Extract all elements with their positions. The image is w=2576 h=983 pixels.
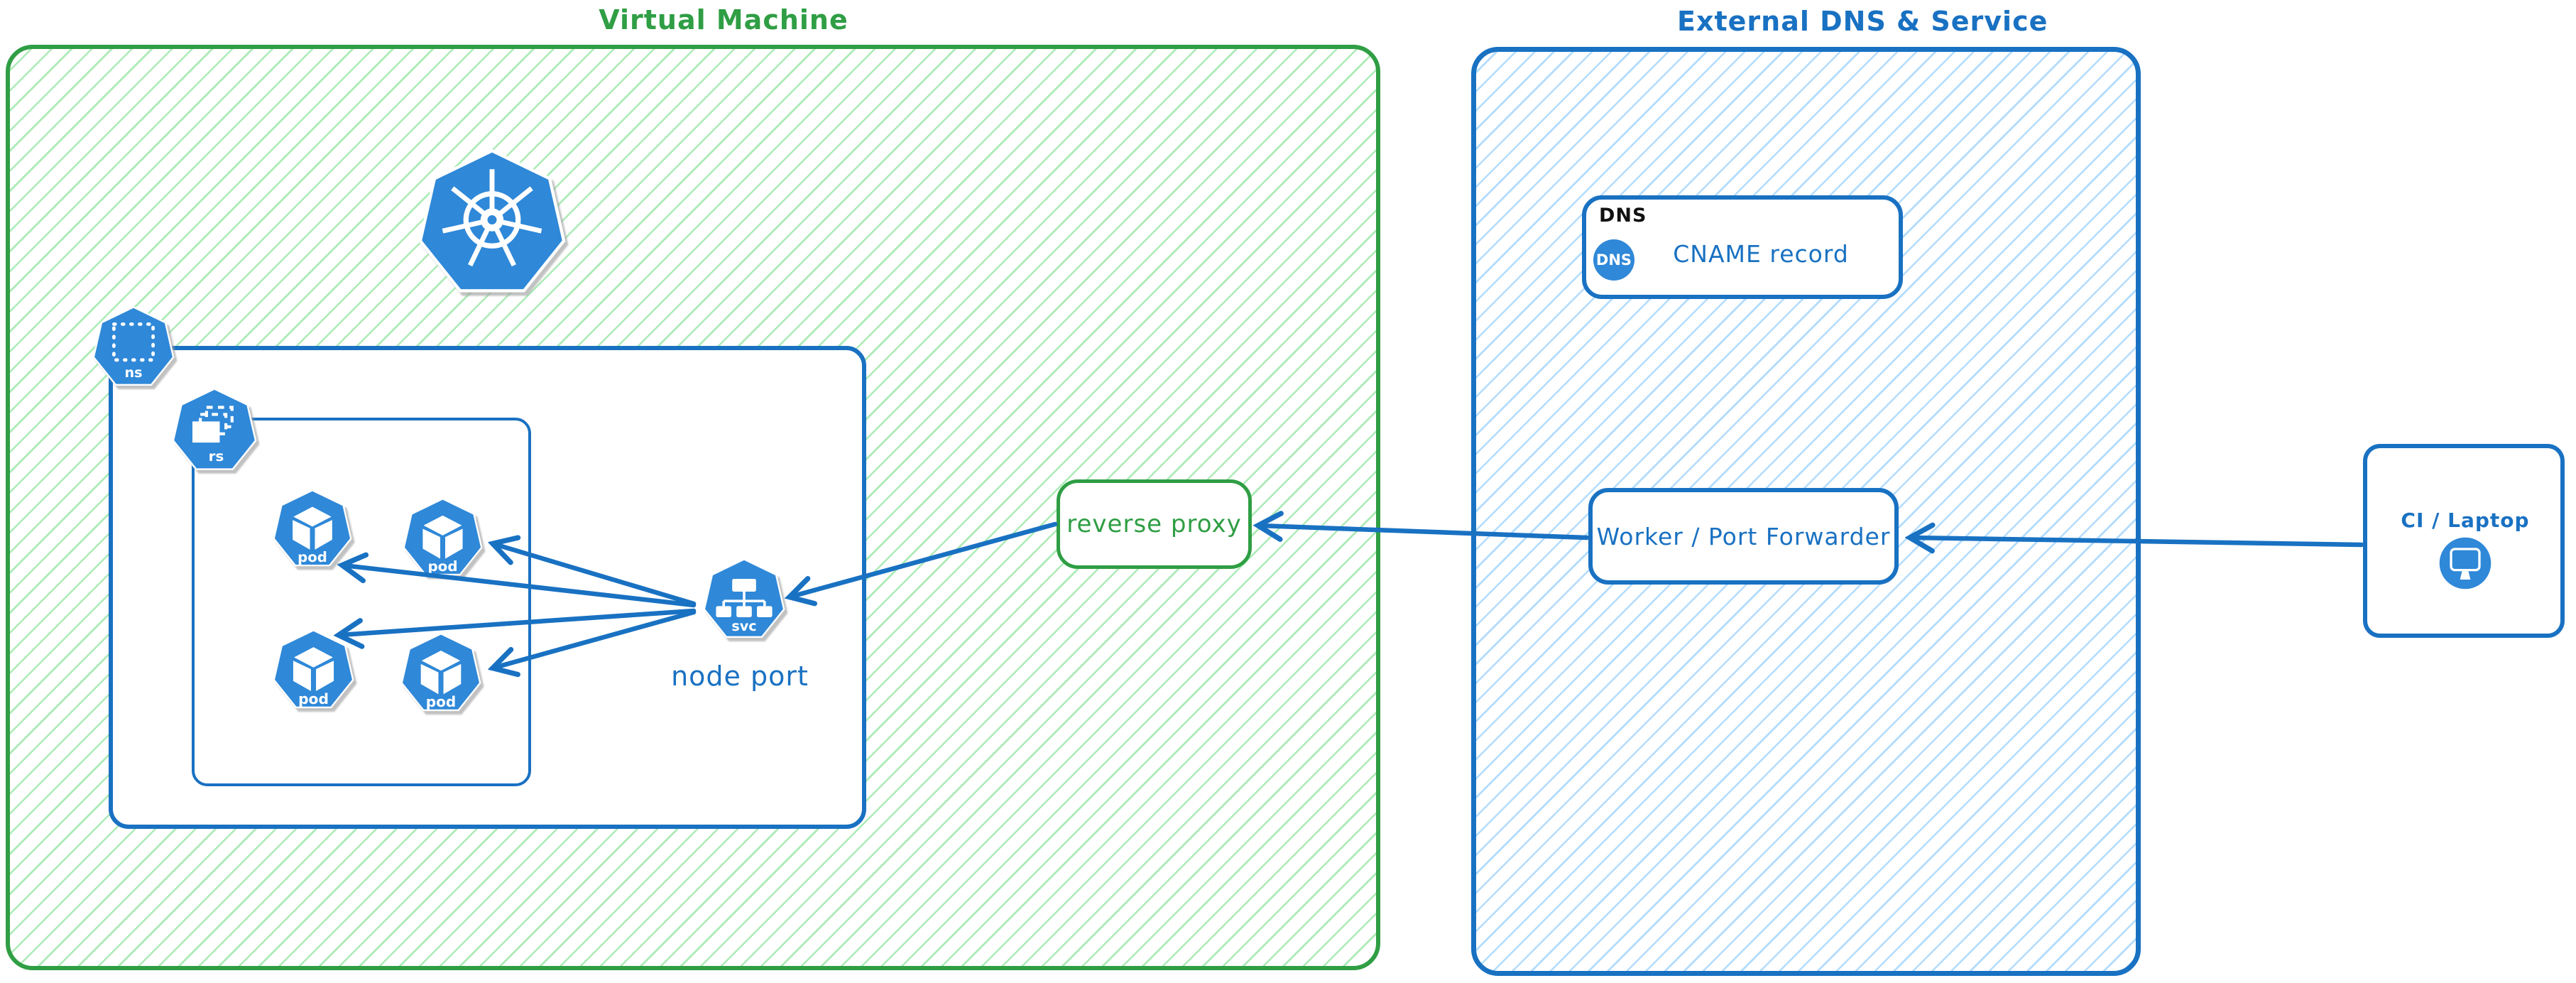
cname-record-label: CNAME record xyxy=(1673,240,1849,268)
pod-icon-label: pod xyxy=(298,690,329,707)
pod-icon: pod xyxy=(271,489,354,571)
reverse-proxy-box: reverse proxy xyxy=(1057,479,1252,569)
pod-icon: pod xyxy=(401,497,484,580)
replicaset-icon: rs xyxy=(170,387,258,475)
node-port-label: node port xyxy=(671,661,809,692)
external-dns-title: External DNS & Service xyxy=(1677,6,2048,37)
ci-laptop-box xyxy=(2363,444,2565,638)
worker-port-forwarder-label: Worker / Port Forwarder xyxy=(1596,522,1891,550)
dns-box xyxy=(1582,195,1903,299)
pod-icon: pod xyxy=(271,629,356,713)
service-icon-label: svc xyxy=(731,618,756,634)
reverse-proxy-label: reverse proxy xyxy=(1066,510,1242,538)
dns-badge-label: DNS xyxy=(1595,251,1632,268)
pod-icon: pod xyxy=(399,632,483,716)
namespace-icon: ns xyxy=(91,305,176,391)
pod-icon-label: pod xyxy=(298,549,327,565)
replicaset-icon-label: rs xyxy=(209,448,224,465)
pod-icon-label: pod xyxy=(426,693,456,710)
dns-tag-label: DNS xyxy=(1599,205,1647,227)
worker-port-forwarder-box: Worker / Port Forwarder xyxy=(1588,488,1899,585)
ci-laptop-label: CI / Laptop xyxy=(2401,509,2530,532)
pod-icon-label: pod xyxy=(427,558,457,575)
namespace-icon-label: ns xyxy=(124,364,142,381)
dns-badge-icon: DNS xyxy=(1593,239,1634,281)
kubernetes-wheel-icon xyxy=(415,148,569,301)
virtual-machine-title: Virtual Machine xyxy=(599,4,848,36)
service-tree-icon: svc xyxy=(702,558,787,643)
monitor-icon xyxy=(2439,537,2492,590)
